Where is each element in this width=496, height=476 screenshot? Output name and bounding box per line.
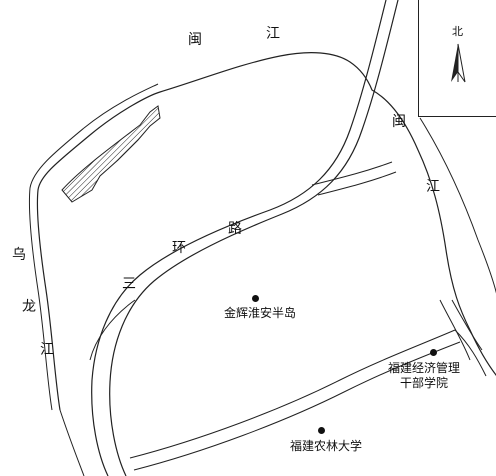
island-inner-road bbox=[89, 299, 136, 361]
east-bank bbox=[419, 117, 496, 294]
place-label-jinhui-line1: 金辉淮安半岛 bbox=[224, 306, 297, 320]
place-marker-jinhui bbox=[252, 295, 259, 302]
place-marker-fujian-econ bbox=[430, 349, 437, 356]
island-shoreline bbox=[36, 52, 496, 411]
place-label-fujian-econ-line1: 福建经济管理 bbox=[388, 361, 461, 375]
east-connector-road bbox=[311, 161, 397, 196]
place-marker-fafu bbox=[318, 427, 325, 434]
place-label-fujian-econ: 福建经济管理 干部学院 bbox=[388, 361, 460, 391]
southwest-bank bbox=[59, 409, 85, 476]
wulong-river-label-1: 乌 bbox=[12, 247, 26, 263]
sanhuan-road-outer bbox=[91, 0, 387, 476]
place-label-jinhui: 金辉淮安半岛 bbox=[224, 306, 296, 321]
road-label-1: 三 bbox=[122, 276, 136, 292]
min-river-label-top-1: 闽 bbox=[188, 32, 202, 48]
south-road bbox=[129, 329, 487, 471]
wulong-river-label-3: 江 bbox=[40, 342, 54, 358]
min-river-label-right-2: 江 bbox=[426, 179, 440, 195]
sanhuan-road-inner bbox=[109, 0, 399, 476]
min-river-label-top-2: 江 bbox=[266, 26, 280, 42]
river-bank bbox=[28, 83, 159, 411]
place-label-fujian-econ-line2: 干部学院 bbox=[400, 376, 449, 390]
wulong-river-label-2: 龙 bbox=[22, 299, 36, 315]
road-label-2: 环 bbox=[172, 240, 186, 256]
place-label-fafu: 福建农林大学 bbox=[290, 439, 362, 454]
road-label-3: 路 bbox=[228, 221, 242, 237]
min-river-label-right-1: 闽 bbox=[392, 114, 406, 130]
north-label: 北 bbox=[452, 25, 463, 38]
north-indicator-box bbox=[418, 0, 496, 117]
hatched-area bbox=[61, 105, 161, 203]
east-small-road bbox=[439, 299, 483, 361]
place-label-fafu-line1: 福建农林大学 bbox=[290, 439, 363, 453]
